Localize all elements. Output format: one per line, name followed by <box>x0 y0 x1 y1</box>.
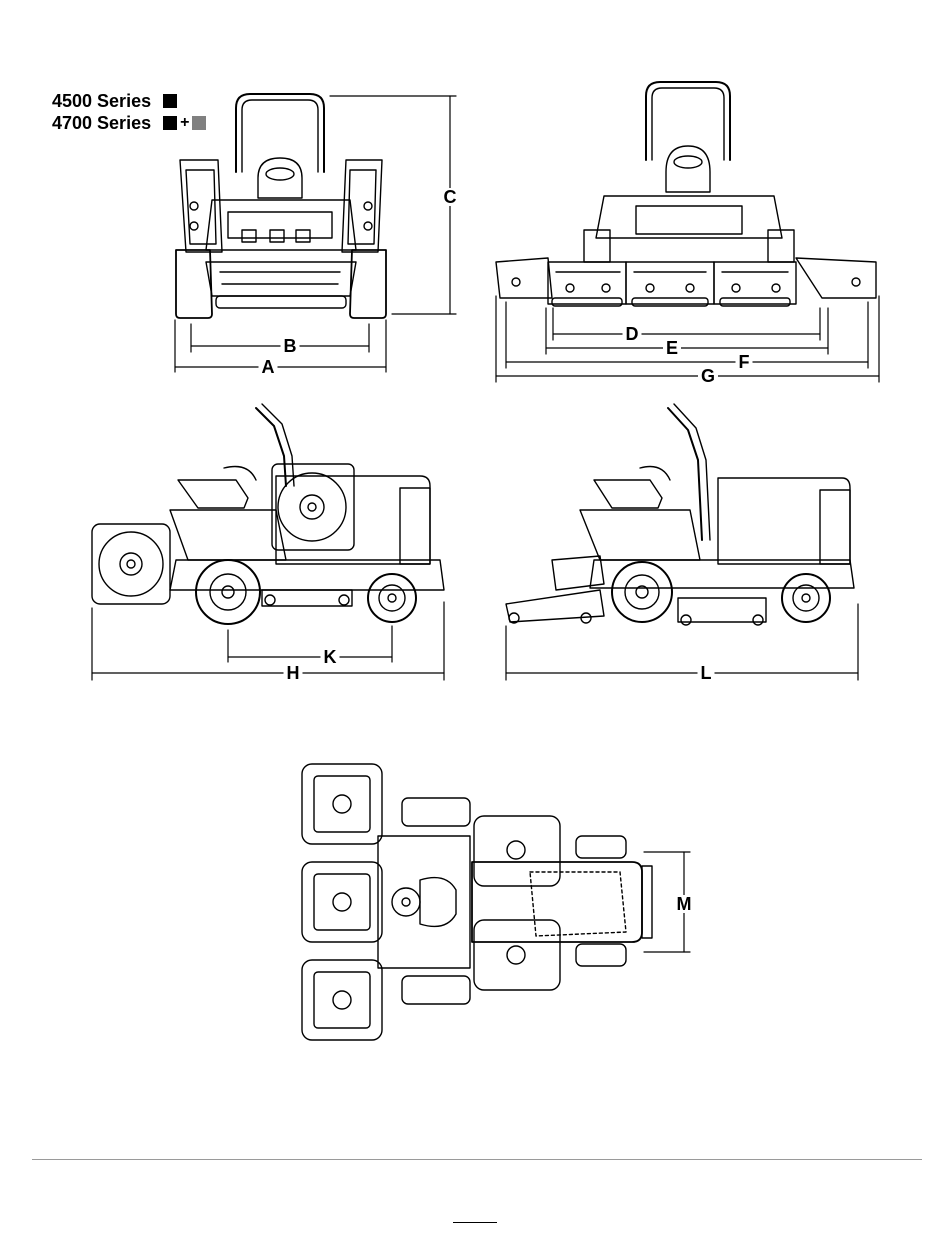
dim-label-k: K <box>321 648 340 666</box>
dim-label-c: C <box>441 188 460 206</box>
dim-label-e: E <box>663 339 681 357</box>
dim-label-h: H <box>284 664 303 682</box>
page-number-rule <box>453 1222 497 1223</box>
footer-divider <box>32 1159 922 1160</box>
dim-label-f: F <box>736 353 753 371</box>
dimension-lines <box>92 96 879 952</box>
dim-label-b: B <box>281 337 300 355</box>
side-view-4500 <box>92 404 444 624</box>
front-view-4500 <box>176 94 386 318</box>
dim-label-g: G <box>698 367 718 385</box>
dim-label-m: M <box>674 895 695 913</box>
dim-label-l: L <box>698 664 715 682</box>
side-view-4700 <box>506 404 854 625</box>
dim-label-a: A <box>259 358 278 376</box>
top-view <box>302 764 652 1040</box>
front-view-4700 <box>496 82 876 306</box>
dim-label-d: D <box>623 325 642 343</box>
